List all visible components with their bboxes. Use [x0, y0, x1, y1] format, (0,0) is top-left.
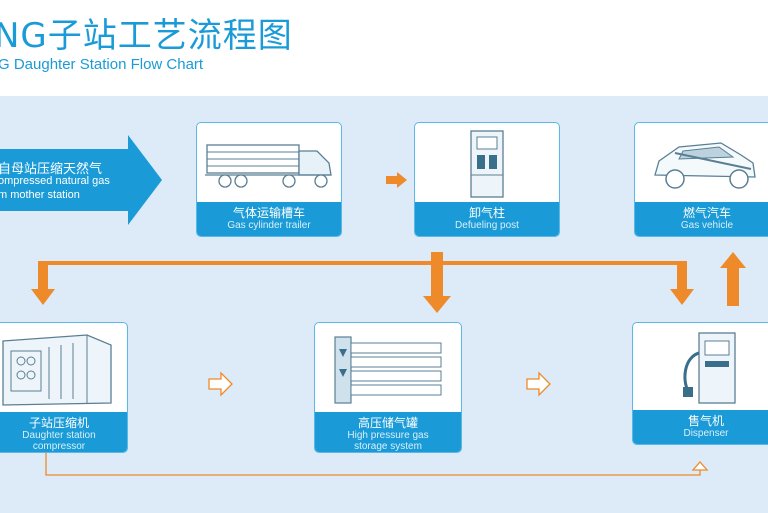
defueling-post-icon: [415, 123, 559, 202]
source-arrow: [0, 135, 162, 225]
card-dispenser-label-zh: 售气机: [687, 414, 724, 428]
card-defueling-post: 卸气柱 Defueling post: [414, 122, 560, 237]
card-dispenser-label-en: Dispenser: [683, 428, 729, 439]
card-storage-label-zh: 高压储气罐: [357, 416, 418, 430]
page-subtitle: G Daughter Station Flow Chart: [0, 56, 204, 73]
card-compressor-label-zh: 子站压缩机: [28, 416, 89, 430]
card-daughter-station-compressor: 子站压缩机 Daughter station compressor: [0, 322, 128, 453]
card-vehicle-label-en: Gas vehicle: [680, 220, 734, 231]
card-trailer-label-zh: 气体运输槽车: [232, 206, 305, 220]
source-arrow-label-zh: 自母站压缩天然气: [0, 162, 103, 177]
card-dispenser: 售气机 Dispenser: [632, 322, 768, 445]
card-defueling-label-zh: 卸气柱: [468, 206, 505, 220]
card-storage-label-en2: storage system: [354, 441, 422, 452]
card-vehicle-label-zh: 燃气汽车: [682, 206, 731, 220]
page-title: NG子站工艺流程图: [0, 16, 293, 56]
truck-trailer-icon: [197, 123, 341, 202]
compressor-icon: [0, 323, 127, 412]
card-compressor-label-en2: compressor: [32, 441, 86, 452]
dispenser-icon: [633, 323, 768, 410]
card-storage-label-en1: High pressure gas: [347, 430, 429, 441]
card-compressor-label-en1: Daughter station: [22, 430, 96, 441]
car-icon: [635, 123, 768, 202]
card-trailer-label-en: Gas cylinder trailer: [227, 220, 311, 231]
source-arrow-label-en2: m mother station: [0, 189, 80, 201]
card-gas-vehicle: 燃气汽车 Gas vehicle: [634, 122, 768, 237]
source-arrow-label-en1: ompressed natural gas: [0, 175, 110, 187]
card-defueling-label-en: Defueling post: [455, 220, 519, 231]
orange-arrow-right-icon: [386, 172, 407, 188]
storage-tanks-icon: [315, 323, 461, 412]
card-gas-cylinder-trailer: 气体运输槽车 Gas cylinder trailer: [196, 122, 342, 237]
card-high-pressure-storage: 高压储气罐 High pressure gas storage system: [314, 322, 462, 453]
